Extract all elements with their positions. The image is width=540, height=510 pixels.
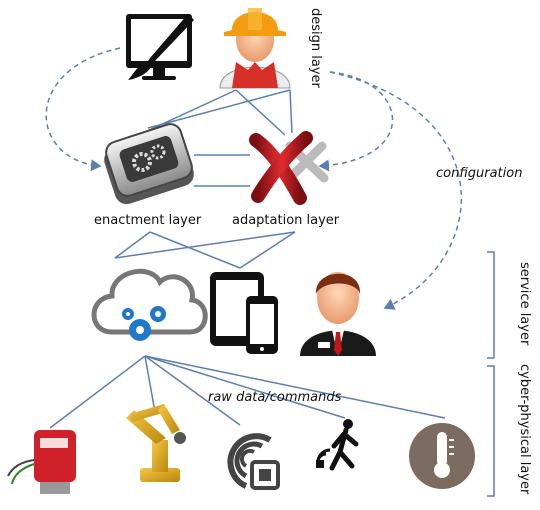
raw-data-commands-label: raw data/commands bbox=[208, 390, 342, 405]
dashed-design-to-adaptation bbox=[318, 71, 394, 172]
solid-connectors bbox=[49, 89, 446, 429]
connector-designer-enactment bbox=[147, 89, 291, 129]
thermometer-icon bbox=[409, 423, 475, 489]
rfid-tag-icon bbox=[227, 433, 280, 490]
cyber-physical-layer-label: cyber-physical layer bbox=[517, 364, 532, 495]
monitor-brush-icon bbox=[126, 14, 194, 80]
design-layer-label: design layer bbox=[308, 8, 323, 88]
mobile-devices-icon bbox=[210, 272, 278, 354]
connector-cloud-valve bbox=[49, 355, 146, 429]
connector-enact-mobile bbox=[149, 231, 241, 269]
enactment-layer-label: enactment layer bbox=[94, 213, 202, 228]
connector-cloud-robot bbox=[144, 355, 156, 413]
industrial-robot-icon bbox=[126, 404, 186, 482]
connector-adapt-mobile bbox=[239, 231, 296, 269]
service-layer-label: service layer bbox=[517, 262, 532, 346]
dashed-design-to-enactment bbox=[45, 47, 121, 172]
connector-cloud-rfid bbox=[144, 355, 241, 426]
valve-actuator-icon bbox=[7, 430, 76, 494]
adaptation-x-icon bbox=[249, 131, 329, 205]
dashed-config-to-operator bbox=[329, 71, 462, 310]
connector-cloud-thermo bbox=[144, 355, 446, 419]
connector-adapt-cloud bbox=[114, 231, 296, 259]
cyber-bracket bbox=[487, 365, 495, 497]
connector-cloud-motion bbox=[144, 355, 346, 419]
layer-brackets bbox=[487, 251, 495, 497]
configuration-label: configuration bbox=[436, 166, 523, 181]
connector-designer-adaptation bbox=[289, 89, 293, 134]
enactment-gears-icon bbox=[104, 123, 194, 205]
connector-design-adaptation bbox=[235, 89, 286, 136]
dashed-connectors bbox=[45, 47, 462, 310]
connector-enact-cloud bbox=[114, 231, 151, 259]
motion-sensor-icon bbox=[316, 419, 359, 471]
cloud-gears-icon bbox=[91, 268, 208, 341]
designer-worker-icon bbox=[219, 8, 291, 89]
operator-icon bbox=[300, 272, 376, 356]
service-bracket bbox=[487, 251, 495, 359]
adaptation-layer-label: adaptation layer bbox=[232, 213, 340, 228]
